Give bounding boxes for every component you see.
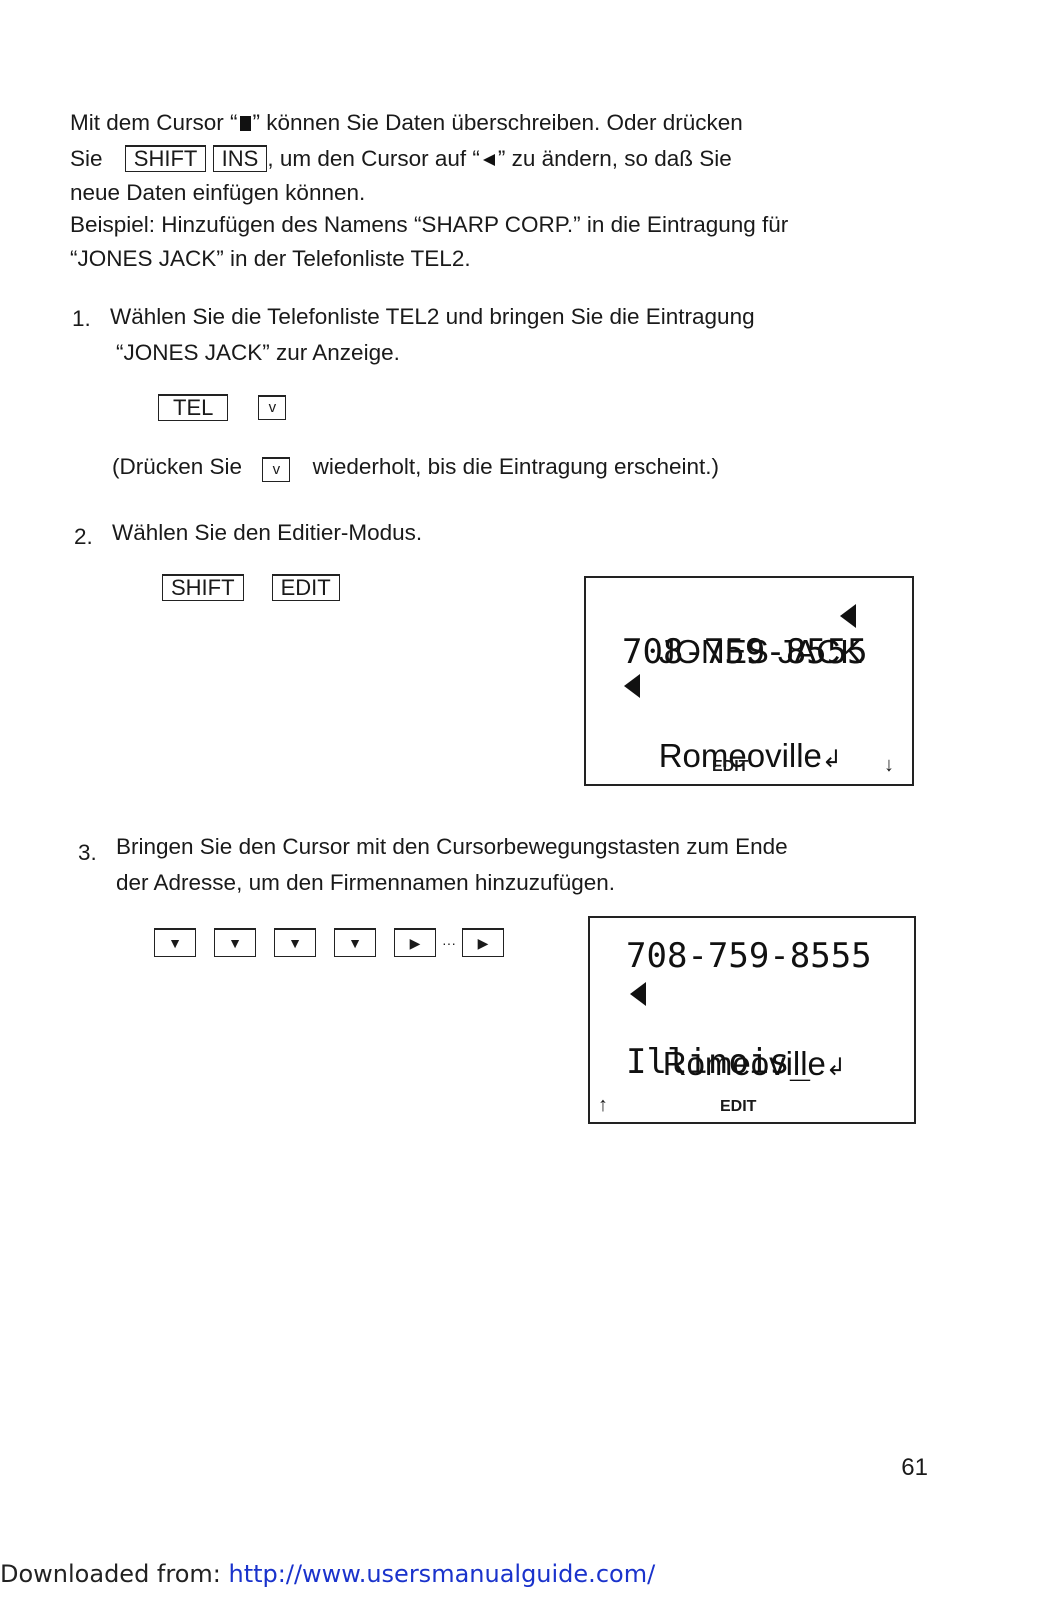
cursor-down-key: ▼ <box>154 928 196 957</box>
display-2-line-3: Romeoville↲ <box>662 1045 847 1082</box>
insert-cursor-icon <box>482 154 495 166</box>
cursor-right-key: ▶ <box>394 928 436 957</box>
step-2-keys: SHIFT EDIT <box>162 574 340 601</box>
intro-line-3: neue Daten einfügen können. <box>70 180 366 205</box>
step-2-text: Wählen Sie den Editier-Modus. <box>112 520 423 545</box>
step-1-line-2: “JONES JACK” zur Anzeige. <box>116 340 400 365</box>
shift-key-step2: SHIFT <box>162 574 244 601</box>
tel-key: TEL <box>158 394 229 421</box>
step-1-line-1: Wählen Sie die Telefonliste TEL2 und bri… <box>110 304 755 329</box>
cursor-down-key: ▼ <box>274 928 316 957</box>
lcd-display-1: JONES JACK 708-759-8555 Romeoville↲ EDIT… <box>584 576 914 786</box>
ellipsis: ··· <box>442 934 456 951</box>
source-link[interactable]: http://www.usersmanualguide.com/ <box>228 1560 656 1588</box>
display-1-status: EDIT <box>712 758 749 775</box>
return-icon: ↲ <box>821 746 843 773</box>
download-footer: Downloaded from: http://www.usersmanualg… <box>0 1560 656 1588</box>
display-1-line-2: 708-759-8555 <box>622 632 868 672</box>
step-3-keys: ▼ ▼ ▼ ▼ ▶ ··· ▶ <box>154 928 504 957</box>
cursor-right-key: ▶ <box>462 928 504 957</box>
insert-cursor-icon <box>630 982 646 1006</box>
intro-line-4: Beispiel: Hinzufügen des Namens “SHARP C… <box>70 212 789 237</box>
intro-line-2: Sie SHIFT INS, um den Cursor auf “” zu ä… <box>70 145 732 172</box>
display-2-line-4: Illinois_ <box>626 1042 811 1082</box>
display-2-line-1: 708-759-8555 <box>626 936 872 976</box>
ins-key: INS <box>212 145 268 172</box>
insert-cursor-icon <box>624 674 640 698</box>
down-key: v <box>258 395 287 420</box>
intro-line-1: Mit dem Cursor “” können Sie Daten übers… <box>70 110 743 135</box>
display-2-status: EDIT <box>720 1098 757 1115</box>
lcd-display-2: 708-759-8555 Romeoville↲ Illinois_ ↑ EDI… <box>588 916 916 1124</box>
step-1-note: (Drücken Sie v wiederholt, bis die Eintr… <box>112 450 719 484</box>
insert-cursor-icon <box>840 604 856 628</box>
step-3-line-1: Bringen Sie den Cursor mit den Cursorbew… <box>116 834 788 859</box>
scroll-up-icon: ↑ <box>598 1094 608 1116</box>
edit-key: EDIT <box>271 574 340 601</box>
return-icon: ↲ <box>825 1054 847 1081</box>
scroll-down-icon: ↓ <box>884 754 894 776</box>
page-number: 61 <box>901 1454 928 1481</box>
display-1-line-1: JONES JACK <box>658 633 863 670</box>
block-cursor-icon <box>239 116 251 131</box>
cursor-down-key: ▼ <box>334 928 376 957</box>
shift-key: SHIFT <box>124 145 207 172</box>
step-1-number: 1. <box>72 306 91 331</box>
intro-line-5: “JONES JACK” in der Telefonliste TEL2. <box>70 246 471 271</box>
cursor-down-key: ▼ <box>214 928 256 957</box>
down-key-note: v <box>262 457 291 482</box>
step-3-line-2: der Adresse, um den Firmennamen hinzuzuf… <box>116 870 616 895</box>
step-2-number: 2. <box>74 524 93 549</box>
display-1-line-4: Romeoville↲ <box>658 737 843 774</box>
step-3-number: 3. <box>78 840 97 865</box>
step-1-keys: TEL v <box>158 394 287 421</box>
